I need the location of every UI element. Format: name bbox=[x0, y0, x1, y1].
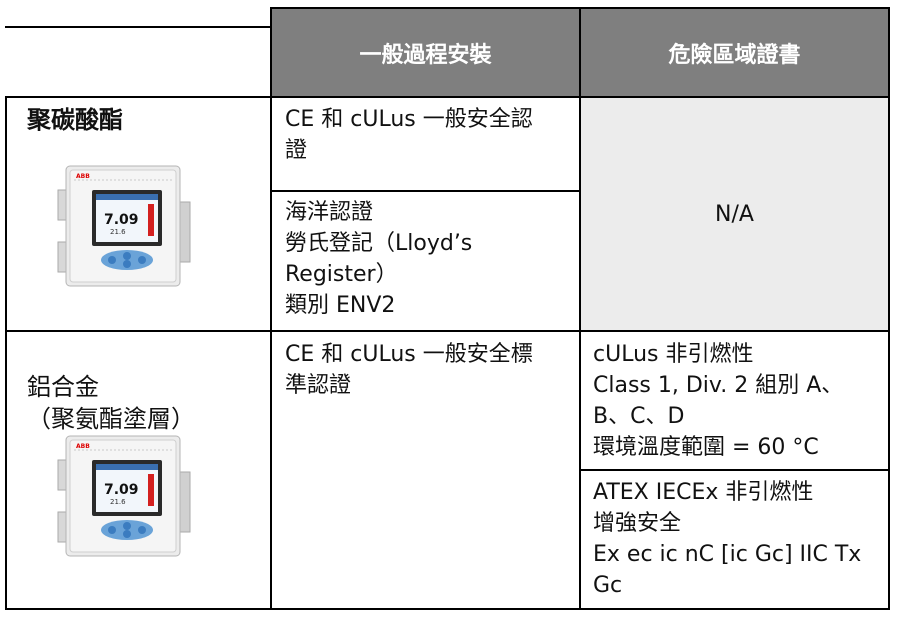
general-cert-marine: 海洋認證 勞氏登記（Lloyd’s Register） 類別 ENV2 bbox=[285, 200, 473, 318]
table-line bbox=[5, 26, 271, 28]
table-line bbox=[5, 330, 890, 332]
display-subreading: 21.6 bbox=[110, 228, 126, 236]
brand-mark: ABB bbox=[76, 173, 90, 180]
table-line bbox=[5, 96, 7, 610]
hazardous-cert-culus-nonincendive: cULus 非引燃性 Class 1, Div. 2 組別 A、 B、C、D 環… bbox=[593, 342, 844, 460]
hazardous-na-text: N/A bbox=[715, 202, 754, 227]
brand-mark: ABB bbox=[76, 443, 90, 450]
general-cert-ce-culus-standard: CE 和 cULus 一般安全標 準認證 bbox=[285, 342, 533, 398]
display-reading: 7.09 bbox=[104, 482, 139, 498]
header-hazardous-certificate: 危險區域證書 bbox=[580, 8, 889, 97]
general-cert-ce-culus: CE 和 cULus 一般安全認 證 bbox=[285, 107, 533, 163]
table-line bbox=[270, 7, 272, 610]
table-line bbox=[888, 7, 890, 610]
hazardous-na-cell: N/A bbox=[581, 98, 888, 331]
table-line bbox=[579, 7, 581, 610]
material-aluminum-alloy: 鋁合金 （聚氨酯塗層） bbox=[5, 333, 270, 433]
transmitter-device-icon: 7.09 21.6 ABB bbox=[57, 165, 191, 287]
table-line bbox=[580, 469, 890, 471]
hazardous-cert-atex-iecex: ATEX IECEx 非引燃性 增強安全 Ex ec ic nC [ic Gc]… bbox=[593, 480, 862, 598]
material-polycarbonate: 聚碳酸酯 bbox=[27, 106, 123, 134]
display-subreading: 21.6 bbox=[110, 498, 126, 506]
header-general-installation: 一般過程安裝 bbox=[271, 8, 580, 97]
table-line bbox=[5, 96, 890, 98]
transmitter-device-image-2: 7.09 21.6 ABB bbox=[52, 432, 192, 562]
material-aluminum-text: 鋁合金 （聚氨酯塗層） bbox=[27, 373, 195, 433]
display-reading: 7.09 bbox=[104, 212, 139, 228]
transmitter-device-image-1: 7.09 21.6 ABB bbox=[52, 162, 192, 292]
table-line bbox=[5, 608, 890, 610]
transmitter-device-icon: 7.09 21.6 ABB bbox=[57, 435, 191, 557]
table-line bbox=[270, 190, 581, 192]
